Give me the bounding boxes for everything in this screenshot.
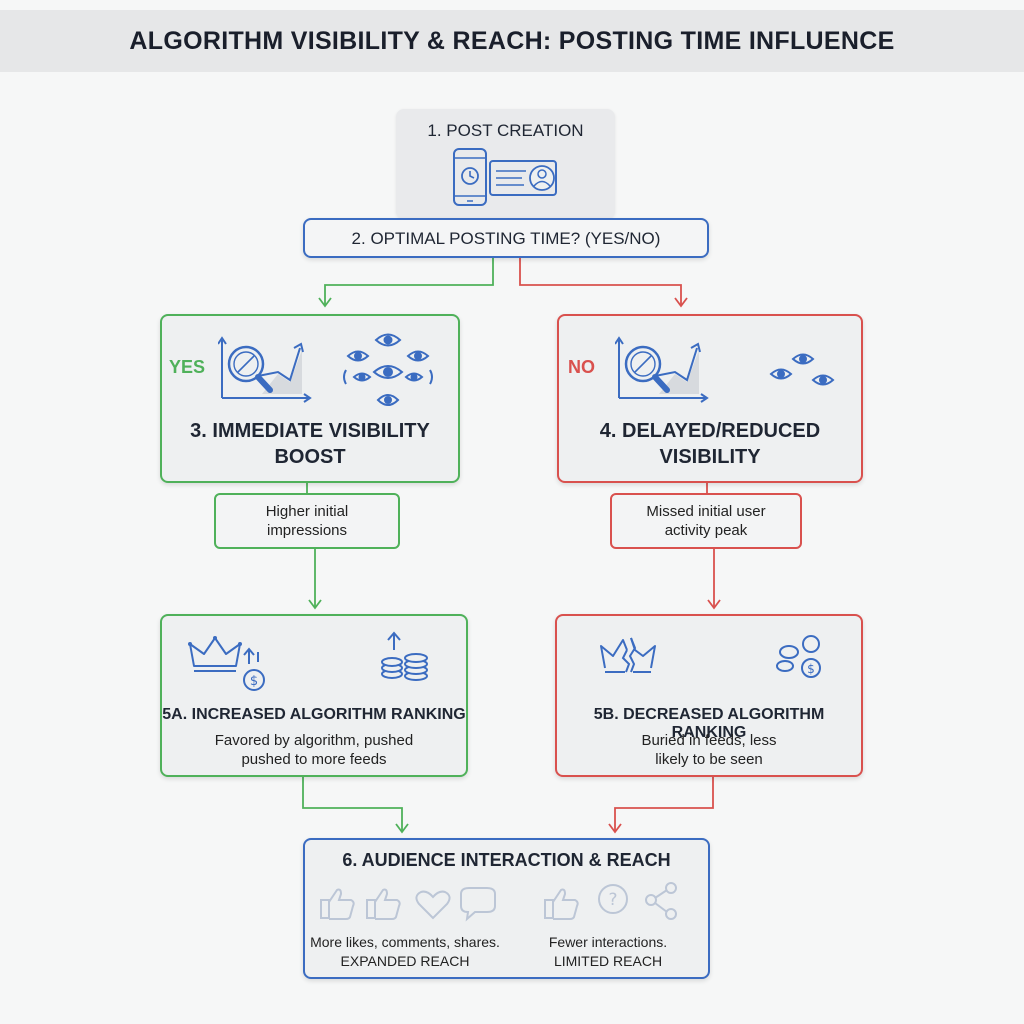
arrowhead-yes-4 xyxy=(395,823,409,834)
page-title: ALGORITHM VISIBILITY & REACH: POSTING TI… xyxy=(129,26,895,55)
header-bar: ALGORITHM VISIBILITY & REACH: POSTING TI… xyxy=(0,10,1024,72)
no-title-line1: 4. DELAYED/REDUCED xyxy=(599,420,821,442)
connector-no-1 xyxy=(519,257,682,306)
yes-title-line2: BOOST xyxy=(274,446,346,468)
arrowhead-no-3 xyxy=(707,599,721,610)
no-visibility-box: NO 4. DELAYED/REDUCED VISIBILITY xyxy=(557,314,863,483)
arrowhead-no-1 xyxy=(674,297,688,308)
svg-text:$: $ xyxy=(250,674,258,689)
many-eyes-icon xyxy=(343,333,433,406)
rank-5b-line2: likely to be seen xyxy=(655,751,763,768)
rank-5b-line1: Buried in feeds, less xyxy=(641,732,777,749)
thumbs-up-icon-3 xyxy=(544,888,579,920)
no-title-line2: VISIBILITY xyxy=(659,446,761,468)
few-eyes-icon xyxy=(769,353,835,386)
yes-title-line1: 3. IMMEDIATE VISIBILITY xyxy=(190,420,430,442)
question-icon: ? xyxy=(598,884,628,914)
yes-visibility-box: YES 3. IMMEDIATE VISIBILITY BOOST xyxy=(160,314,460,483)
arrowhead-no-4 xyxy=(608,823,622,834)
engagement-icons-right: ? xyxy=(544,882,677,920)
analytics-magnifier-icon xyxy=(218,336,312,403)
step1-box: 1. POST CREATION xyxy=(396,109,615,219)
no-note-line2: activity peak xyxy=(664,522,748,539)
rank-5b-title: 5B. DECREASED ALGORITHM RANKING xyxy=(593,706,825,741)
rank-5a-title: 5A. INCREASED ALGORITHM RANKING xyxy=(162,706,466,723)
coin-arrow-up-icon: $ xyxy=(243,647,265,691)
step6-title: 6. AUDIENCE INTERACTION & REACH xyxy=(342,850,671,870)
yes-note-line2: impressions xyxy=(266,522,348,539)
connector-no-4 xyxy=(614,777,714,832)
arrowhead-yes-3 xyxy=(308,599,322,610)
svg-text:$: $ xyxy=(807,662,815,676)
step6-right-line1: Fewer interactions. xyxy=(548,934,668,950)
step1-title: 1. POST CREATION xyxy=(427,121,584,140)
no-tag: NO xyxy=(568,357,595,377)
audience-reach-box: 6. AUDIENCE INTERACTION & REACH ? More l… xyxy=(303,838,710,979)
engagement-icons-left xyxy=(320,887,496,922)
step2-decision-box: 2. OPTIMAL POSTING TIME? (YES/NO) xyxy=(303,218,709,258)
broken-crown-icon xyxy=(600,637,656,673)
coin-stack-growth-icon xyxy=(381,631,428,681)
thumbs-up-icon-2 xyxy=(366,888,401,920)
step6-right-line2: LIMITED REACH xyxy=(553,953,663,969)
increased-ranking-box: $ 5A. INCREASED ALGORITHM RANKING Favore… xyxy=(160,614,468,777)
step6-left-line2: EXPANDED REACH xyxy=(340,953,470,969)
heart-icon xyxy=(415,890,451,920)
comment-icon xyxy=(460,887,496,922)
rank-5a-line2: pushed to more feeds xyxy=(241,751,387,768)
phone-clock-icon xyxy=(453,148,487,206)
yes-note-box: Higher initial impressions xyxy=(214,493,400,549)
rank-5a-line1: Favored by algorithm, pushed xyxy=(214,732,414,749)
no-note-line1: Missed initial user xyxy=(646,503,766,520)
profile-card-icon xyxy=(489,160,557,196)
step2-title: 2. OPTIMAL POSTING TIME? (YES/NO) xyxy=(351,229,661,248)
svg-text:?: ? xyxy=(608,890,617,910)
thumbs-up-icon xyxy=(320,888,355,920)
decreased-ranking-box: $ 5B. DECREASED ALGORITHM RANKING Buried… xyxy=(555,614,863,777)
yes-note-line1: Higher initial xyxy=(265,503,349,520)
scattered-coins-icon: $ xyxy=(776,635,821,678)
step6-left-line1: More likes, comments, shares. xyxy=(310,934,500,950)
analytics-magnifier-icon-no xyxy=(615,336,709,403)
connector-yes-1 xyxy=(324,257,494,306)
arrowhead-yes-1 xyxy=(318,297,332,308)
crown-icon xyxy=(188,636,242,672)
connector-yes-4 xyxy=(302,777,403,832)
no-note-box: Missed initial user activity peak xyxy=(610,493,802,549)
share-icon xyxy=(645,882,677,920)
yes-tag: YES xyxy=(169,357,206,377)
